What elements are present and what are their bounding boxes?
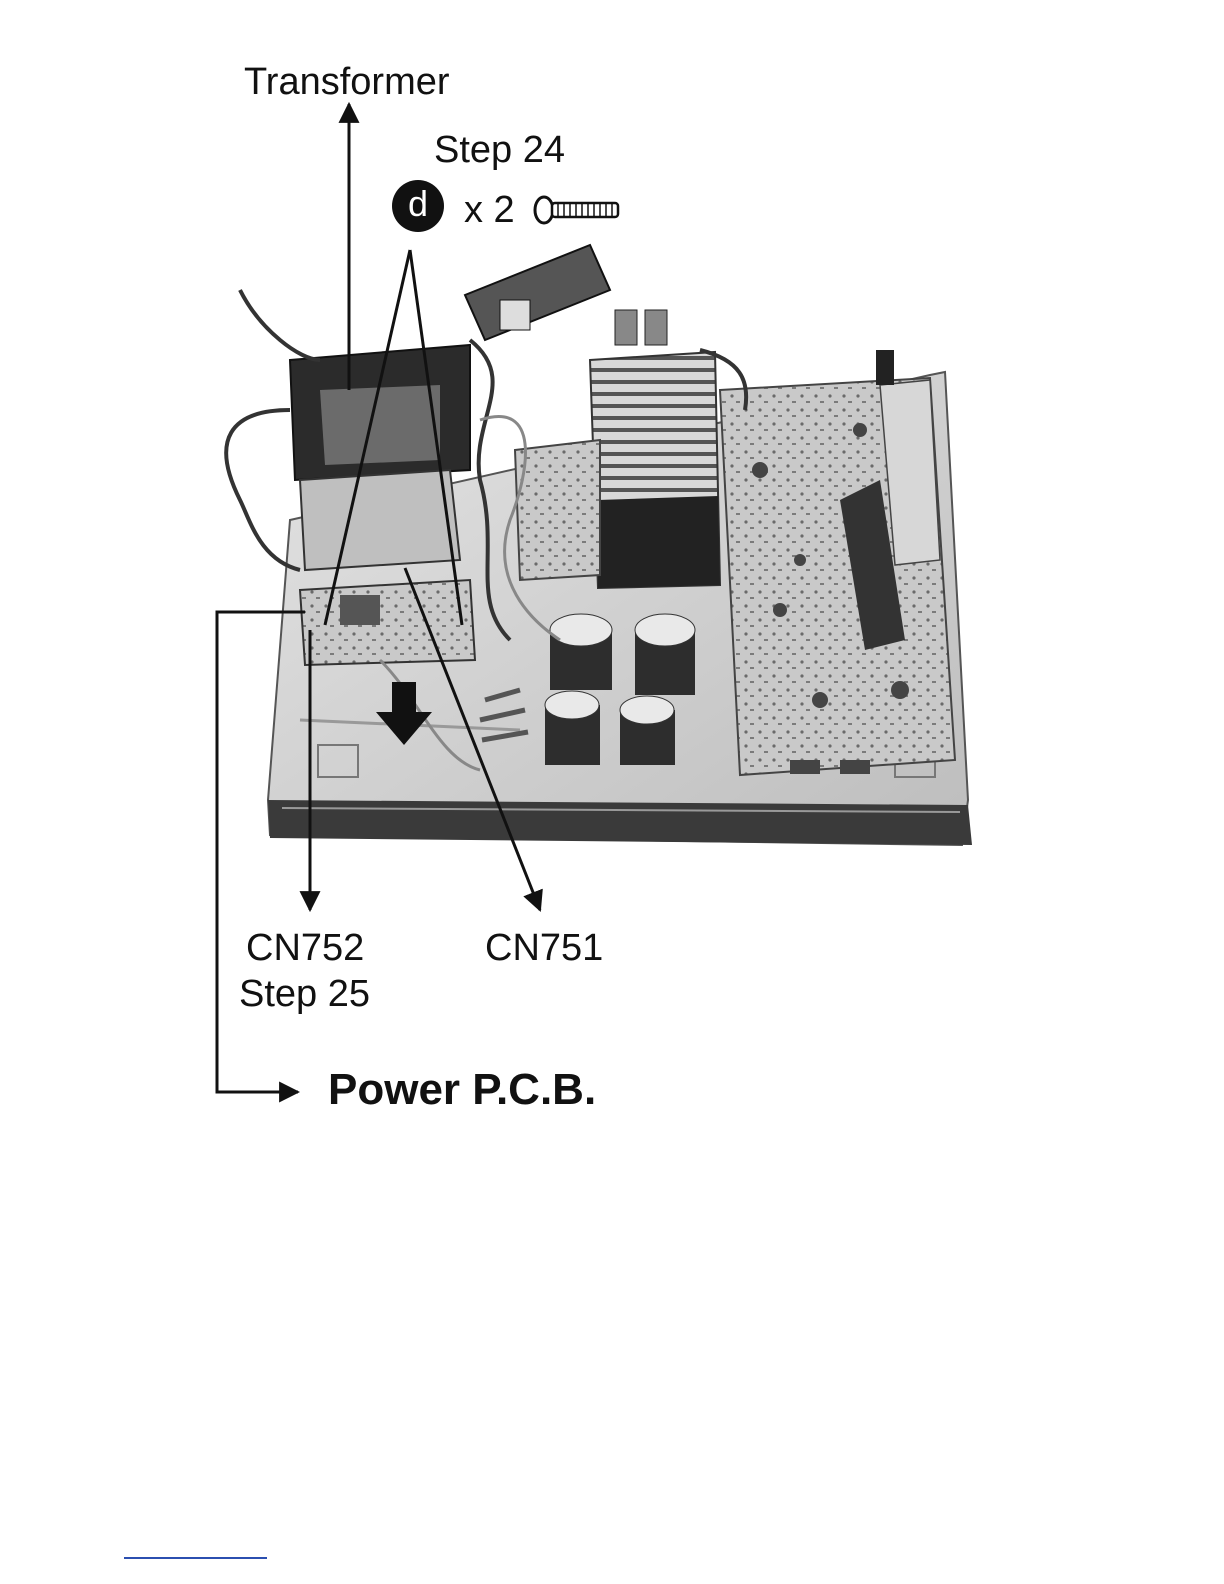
step-24-label: Step 24 [434,130,565,170]
screw-count-label: x 2 [464,190,515,230]
screw-icon [535,197,618,223]
footer-link-rule[interactable] [124,1557,267,1559]
power-pcb-label: Power P.C.B. [328,1070,596,1110]
cn751-label: CN751 [485,928,603,968]
transformer-label: Transformer [244,62,450,102]
cn752-label: CN752 [246,928,364,968]
screw-type-badge: d [392,180,444,232]
chassis-photo [226,245,972,845]
step-25-label: Step 25 [239,974,370,1014]
